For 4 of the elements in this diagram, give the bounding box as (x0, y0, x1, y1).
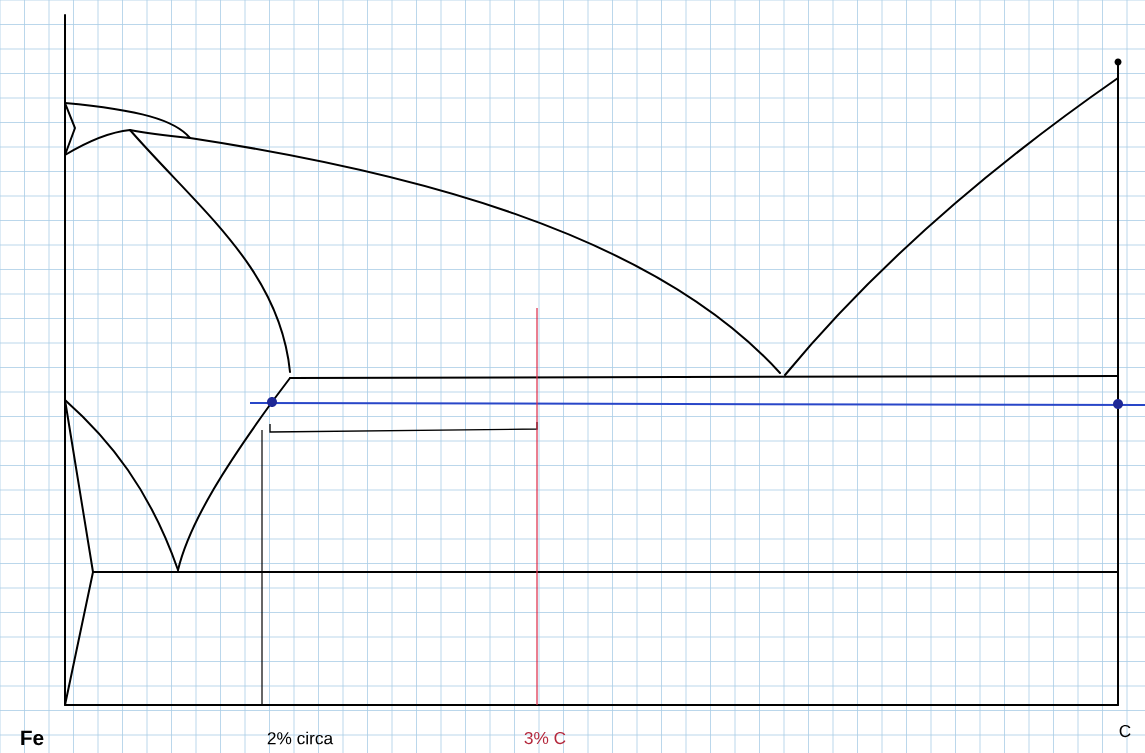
axis-label: 3% C (524, 731, 566, 745)
axis-label: 2% circa (267, 731, 334, 745)
axis-label: Fe (21, 730, 44, 746)
axis-label: C (1119, 724, 1131, 738)
